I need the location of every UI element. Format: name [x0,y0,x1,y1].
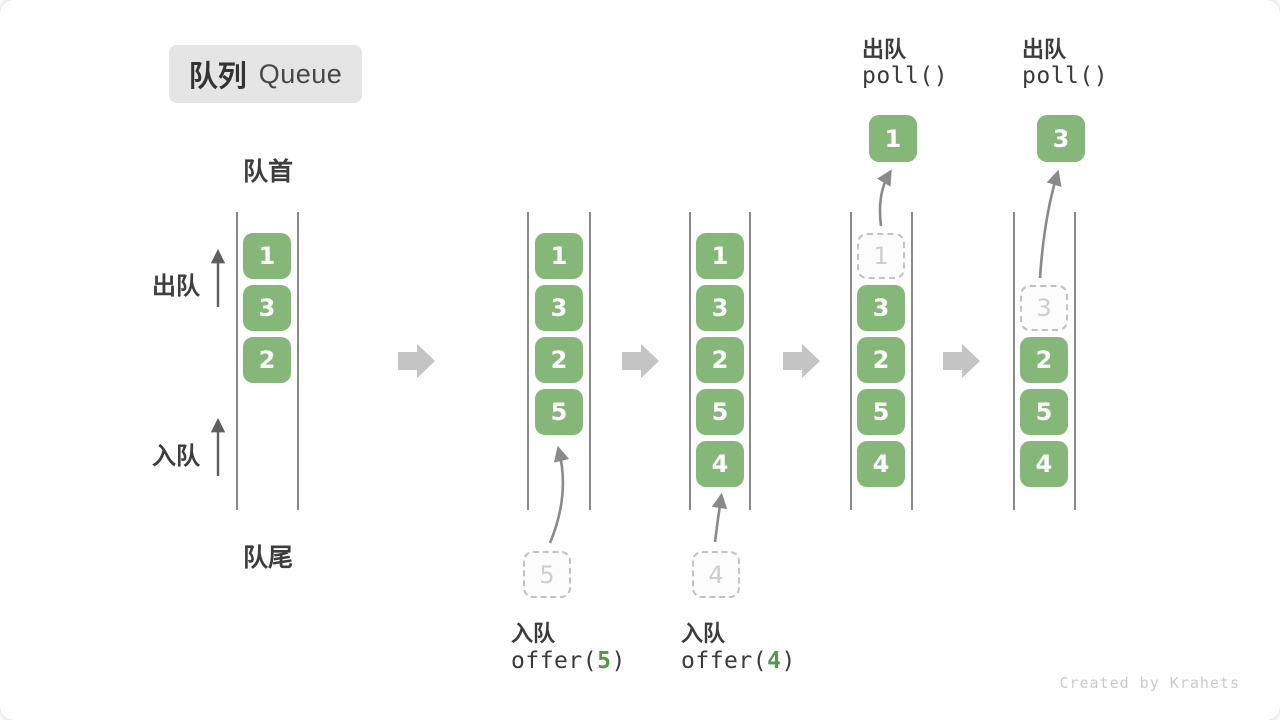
label-enqueue-side: 入队 [152,443,200,470]
enqueue-arrow-icon [711,492,728,543]
queue-slot: 3 [696,285,744,331]
dequeue-op-label: 出队 [862,37,907,62]
queue-slot: 4 [696,441,744,487]
dequeue-arrow-icon [877,169,892,227]
dequeue-op-code-text: poll() [1022,63,1109,89]
title-en: Queue [258,58,343,89]
enqueue-op-code-code-prefix: offer( [511,648,598,674]
label-queue-front: 队首 [242,158,294,186]
queue-slot: 2 [243,337,291,383]
queue-slot: 2 [696,337,744,383]
incoming-element-box: 5 [523,551,571,598]
queue-slot: 1 [696,233,744,279]
dequeue-op-label: 出队 [1022,37,1067,62]
dequeue-op-code: poll() [862,63,948,89]
dequeue-op-code-text: poll() [862,63,949,89]
queue-slot: 2 [535,337,583,383]
next-state-arrow-icon [622,344,659,378]
queue-slot-removed: 3 [1020,285,1068,331]
queue-slot-removed: 1 [857,233,905,279]
queue-slot: 3 [243,285,291,331]
outgoing-element-box: 1 [869,115,917,162]
dequeue-op-code: poll() [1022,63,1108,89]
queue-slot: 5 [1020,389,1068,435]
enqueue-op-code-code-suffix: ) [781,648,796,674]
enqueue-op-label: 入队 [681,621,726,646]
queue-slot: 2 [1020,337,1068,383]
enqueue-op-code-code-arg: 4 [767,648,782,674]
label-dequeue-side: 出队 [152,273,200,300]
queue-slot: 5 [857,389,905,435]
enqueue-op-code: offer(4) [681,648,796,674]
queue-slot: 5 [696,389,744,435]
queue-slot: 4 [1020,441,1068,487]
queue-slot: 1 [243,233,291,279]
queue-slot: 3 [857,285,905,331]
next-state-arrow-icon [943,344,980,378]
next-state-arrow-icon [783,344,820,378]
label-queue-rear: 队尾 [242,544,294,572]
queue-slot: 1 [535,233,583,279]
enqueue-op-code-code-suffix: ) [611,648,626,674]
queue-slot: 5 [535,389,583,435]
title-zh: 队列 [188,61,247,93]
queue-slot: 3 [535,285,583,331]
credit-text: Created by Krahets [1059,674,1240,692]
queue-slot: 2 [857,337,905,383]
next-state-arrow-icon [398,344,435,378]
enqueue-op-code: offer(5) [511,648,626,674]
enqueue-arrow-icon [548,445,570,544]
dequeue-arrow-icon [1038,169,1062,279]
title-badge: 队列 Queue [169,45,362,103]
queue-slot: 4 [857,441,905,487]
enqueue-op-code-code-arg: 5 [597,648,612,674]
incoming-element-box: 4 [692,551,740,598]
outgoing-element-box: 3 [1037,115,1085,162]
enqueue-op-label: 入队 [511,621,556,646]
enqueue-op-code-code-prefix: offer( [681,648,768,674]
